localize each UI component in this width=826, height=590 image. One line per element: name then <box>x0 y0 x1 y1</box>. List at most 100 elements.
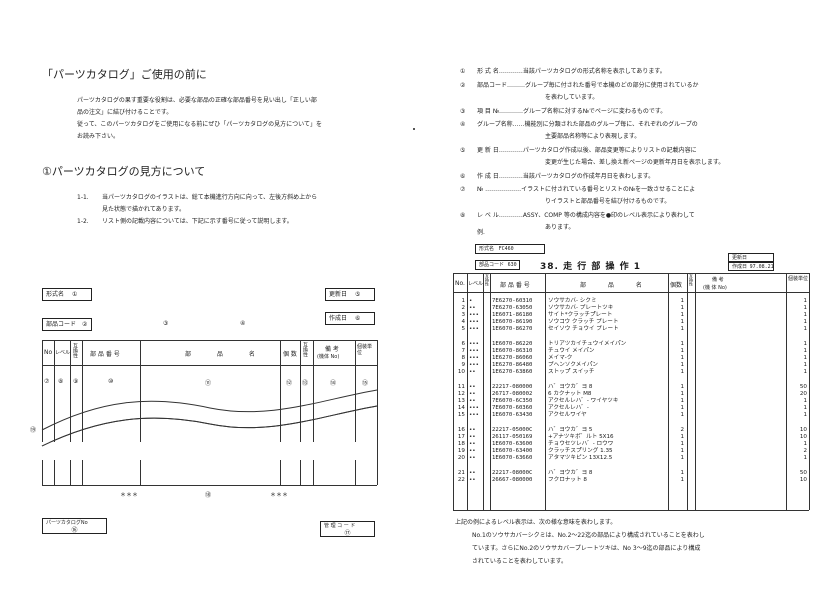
col-num-7: ⑦ <box>44 378 50 385</box>
left-heading: 「パーツカタログ」ご使用の前に <box>42 68 207 81</box>
row-part-name: ソウサカバ- プレートツキ <box>548 305 614 311</box>
sample-title: 38. 走 行 部 操 作 1 <box>540 262 642 272</box>
intro-line: 品の注文」に結び付けることです。 <box>77 109 173 116</box>
created-date-box: 作成日 ⑥ <box>325 312 375 325</box>
row-part-name: チョウセツレハ゛- ロウワ <box>548 441 614 447</box>
row-part-name: ハ゛ヨウカ゛ヨ 8 <box>548 470 593 476</box>
update-date-label: 更新日 <box>329 291 348 298</box>
table-col-line <box>545 273 546 510</box>
def-num: ⑦ <box>460 186 466 193</box>
col-line <box>355 340 356 485</box>
model-name-box: 形式名 ① <box>42 288 92 301</box>
row-level: •• <box>469 448 476 454</box>
def-num: ③ <box>460 108 466 115</box>
row-no: 13 <box>457 398 465 404</box>
col-line <box>280 340 281 485</box>
sample-model-value: FC460 <box>498 246 514 252</box>
row-part-number: 7E6270-60310 <box>492 298 533 304</box>
row-part-name: アクセルレハ゛- ワイヤツキ <box>548 398 619 404</box>
col-header-level: レベル <box>55 350 71 356</box>
col-line <box>313 340 314 485</box>
row-part-name: ソウサカバ- シクミ <box>548 298 597 304</box>
row-unit: 1 <box>803 319 807 325</box>
col-header-qty: 個 数 <box>283 351 297 358</box>
row-part-name: アクセルレハ゛- <box>548 405 589 411</box>
row-no: 20 <box>457 455 465 461</box>
def-num: ④ <box>460 121 466 128</box>
row-no: 1 <box>461 298 465 304</box>
col-header-part-name: 部 品 名 <box>185 351 267 358</box>
row-qty: 1 <box>680 341 684 347</box>
row-part-number: 22217-080000 <box>492 384 533 390</box>
row-unit: 10 <box>799 477 807 483</box>
col-num-8: ⑧ <box>58 378 64 385</box>
sample-model-label: 形式名 <box>479 246 495 252</box>
row-part-name: ソウコウ クラッチ プレート <box>548 319 619 325</box>
row-no: 16 <box>457 427 465 433</box>
row-level: •• <box>469 455 476 461</box>
row-level: ••• <box>469 412 479 418</box>
row-qty: 1 <box>680 477 684 483</box>
catalog-no-num: ⑯ <box>71 527 78 534</box>
row-part-name: セイソウ チョウイ プレート <box>548 326 619 332</box>
row-part-name: 6 カクナット M8 <box>548 391 592 397</box>
catalog-no-label: パーツカタログNo <box>46 520 88 526</box>
row-qty: 1 <box>680 348 684 354</box>
model-name-num: ① <box>71 291 78 298</box>
th-compat: 互換性 <box>485 274 490 286</box>
intro-line: パーツカタログの果す重要な役割は、必要な部品の正確な部品番号を見い出し「正しい部 <box>77 97 317 104</box>
row-qty: 1 <box>680 362 684 368</box>
row-unit: 1 <box>803 355 807 361</box>
row-part-name: メイマ-ク <box>548 355 573 361</box>
row-part-name: ストップ゚ スイッチ <box>548 369 595 375</box>
row-qty: 1 <box>680 441 684 447</box>
th-part-no: 部 品 番 号 <box>500 282 530 289</box>
section-heading: ①パーツカタログの見方について <box>42 165 206 178</box>
col-num-9: ⑨ <box>73 378 79 385</box>
row-part-number: 1E6070-86270 <box>492 326 533 332</box>
mgmt-code-label: 管 理 コ ー ド <box>324 523 356 529</box>
row-unit: 20 <box>799 391 807 397</box>
sample-code-value: 630 <box>507 262 517 268</box>
table-col-line <box>467 273 468 510</box>
row-level: •• <box>469 470 476 476</box>
part-code-label: 部品コード <box>46 321 77 328</box>
row-qty: 1 <box>680 319 684 325</box>
example-label: 例. <box>477 229 485 236</box>
row-no: 19 <box>457 448 465 454</box>
row-level: ••• <box>469 348 479 354</box>
col-header-compat: 互換性 <box>72 343 78 358</box>
def-line: レ ベ ル…………ASSY、COMP 等の構成内容を●印のレベル表示により表わし… <box>477 212 695 219</box>
catalog-no-box: パーツカタログNo ⑯ <box>42 518 107 534</box>
row-no: 4 <box>461 319 465 325</box>
row-unit: 1 <box>803 441 807 447</box>
mgmt-code-num: ⑰ <box>344 530 351 537</box>
row-unit: 1 <box>803 405 807 411</box>
row-part-name: アタマツキピン 13X12.5 <box>548 455 613 461</box>
diagram-top-rule <box>42 340 377 341</box>
th-compat2: 互換性 <box>689 274 694 286</box>
row-level: ••• <box>469 326 479 332</box>
row-part-number: 22217-08000C <box>492 470 533 476</box>
col-num-14: ⑭ <box>330 380 337 387</box>
row-part-number: 1E6070-86190 <box>492 319 533 325</box>
intro-line: 従って、このパーツカタログをご使用になる前にぜひ「パーツカタログの見方について」… <box>77 121 322 128</box>
row-part-number: 22217-05000C <box>492 427 533 433</box>
row-part-number: 1E6270-86060 <box>492 355 533 361</box>
row-part-name: フクロナット 8 <box>548 477 587 483</box>
def-line: 形 式 名…………当該パーツカタログの形式名称を表示してあります。 <box>477 68 666 75</box>
def-num: ⑤ <box>460 147 466 154</box>
wavy-break-lines <box>41 389 378 460</box>
row-level: •• <box>469 441 476 447</box>
table-col-line <box>483 273 484 510</box>
